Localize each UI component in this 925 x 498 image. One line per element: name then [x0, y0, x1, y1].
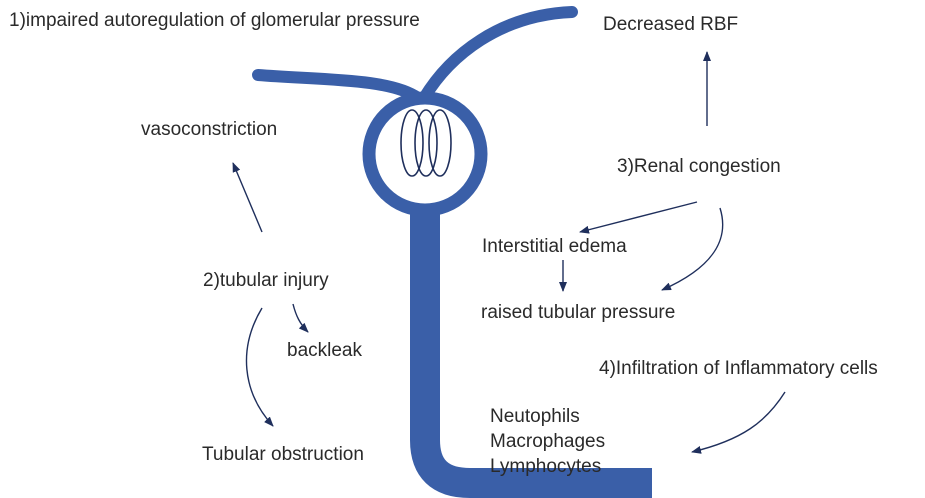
arrow-congestion-to-edema — [580, 202, 697, 232]
label-renal-congestion: 3)Renal congestion — [617, 156, 781, 178]
cell-item-macrophages: Macrophages — [490, 429, 605, 454]
bowman-capsule — [369, 98, 481, 210]
arrow-injury-to-obstruction — [246, 308, 273, 426]
label-backleak: backleak — [287, 340, 362, 362]
arrow-congestion-to-tubular-pressure — [662, 208, 723, 290]
label-decreased-rbf: Decreased RBF — [603, 14, 738, 36]
inflammatory-cell-list: Neutophils Macrophages Lymphocytes — [490, 404, 605, 479]
glomerulus-capillary-loops — [401, 110, 451, 176]
label-vasoconstriction: vasoconstriction — [141, 119, 277, 141]
arrow-infiltration-to-cells — [692, 392, 785, 452]
efferent-arteriole — [424, 12, 572, 98]
label-tubular-obstruction: Tubular obstruction — [202, 444, 364, 466]
label-infiltration-inflammatory-cells: 4)Infiltration of Inflammatory cells — [599, 358, 878, 380]
label-tubular-injury: 2)tubular injury — [203, 270, 329, 292]
label-impaired-autoregulation: 1)impaired autoregulation of glomerular … — [9, 10, 420, 32]
arrow-injury-to-vasoconstriction — [233, 163, 262, 232]
label-interstitial-edema: Interstitial edema — [482, 236, 627, 258]
afferent-arteriole — [258, 75, 418, 98]
label-raised-tubular-pressure: raised tubular pressure — [481, 302, 675, 324]
cell-item-lymphocytes: Lymphocytes — [490, 454, 605, 479]
cell-item-neutrophils: Neutophils — [490, 404, 605, 429]
arrow-injury-to-backleak — [293, 304, 308, 332]
